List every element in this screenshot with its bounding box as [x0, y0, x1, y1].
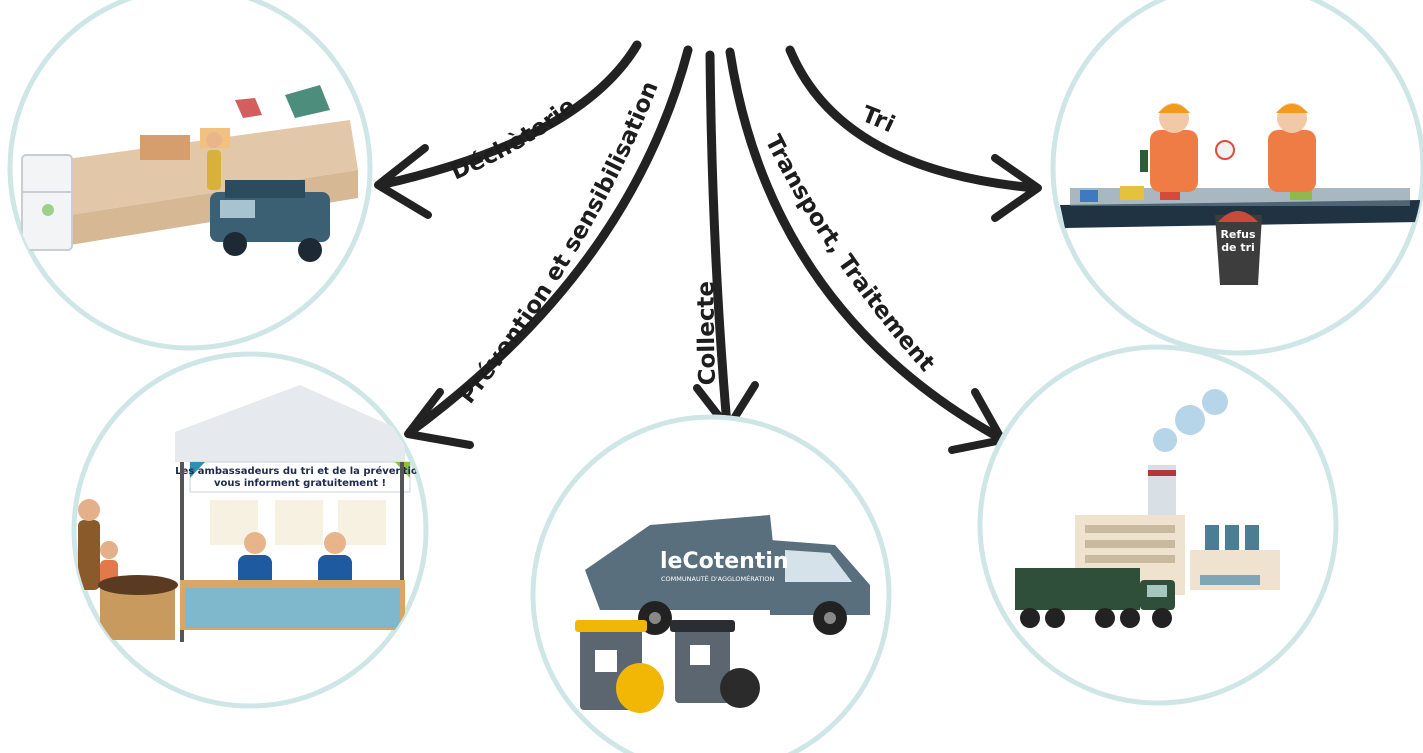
- node-decheterie: [7, 0, 373, 351]
- jeep-icon: [210, 180, 330, 262]
- banner-line-2: vous informent gratuitement !: [214, 478, 386, 489]
- arrow-prevention: [404, 45, 693, 449]
- collection-truck-icon: [585, 515, 780, 610]
- refus-bin-icon: [1215, 215, 1262, 285]
- node-transport: [977, 344, 1339, 706]
- yellow-bag-icon: [616, 663, 664, 713]
- label-transport: Transport, Traitement: [760, 131, 940, 377]
- treatment-plant-illustration: [1015, 389, 1280, 628]
- node-tri-circle: [1050, 0, 1423, 356]
- green-truck-icon: [1015, 568, 1175, 628]
- refus-bin-label-2: de tri: [1221, 241, 1255, 254]
- label-decheterie: Déchèterie: [447, 93, 581, 185]
- sorting-line-illustration: Refus de tri: [1060, 103, 1420, 285]
- node-collecte: leCotentin COMMUNAUTÉ D'AGGLOMÉRATION: [530, 414, 892, 753]
- information-stand-illustration: Les ambassadeurs du tri et de la prévent…: [78, 385, 425, 642]
- arrow-tri: [785, 45, 1042, 222]
- node-prevention: Les ambassadeurs du tri et de la prévent…: [71, 351, 429, 709]
- banner-line-1: Les ambassadeurs du tri et de la prévent…: [175, 465, 425, 477]
- node-tri: Refus de tri: [1050, 0, 1423, 356]
- refus-bin-label-1: Refus: [1220, 228, 1256, 241]
- brand-logo-text: leCotentin: [660, 549, 789, 574]
- dark-bin-icon: [670, 620, 735, 703]
- recycling-center-illustration: [21, 85, 358, 262]
- arrow-decheterie: [374, 40, 642, 219]
- collection-truck-illustration: leCotentin COMMUNAUTÉ D'AGGLOMÉRATION: [575, 515, 870, 713]
- fridge-icon: [21, 154, 73, 251]
- black-bag-icon: [720, 668, 760, 708]
- label-collecte: Collecte: [693, 281, 721, 386]
- brand-subtitle-text: COMMUNAUTÉ D'AGGLOMÉRATION: [661, 574, 774, 583]
